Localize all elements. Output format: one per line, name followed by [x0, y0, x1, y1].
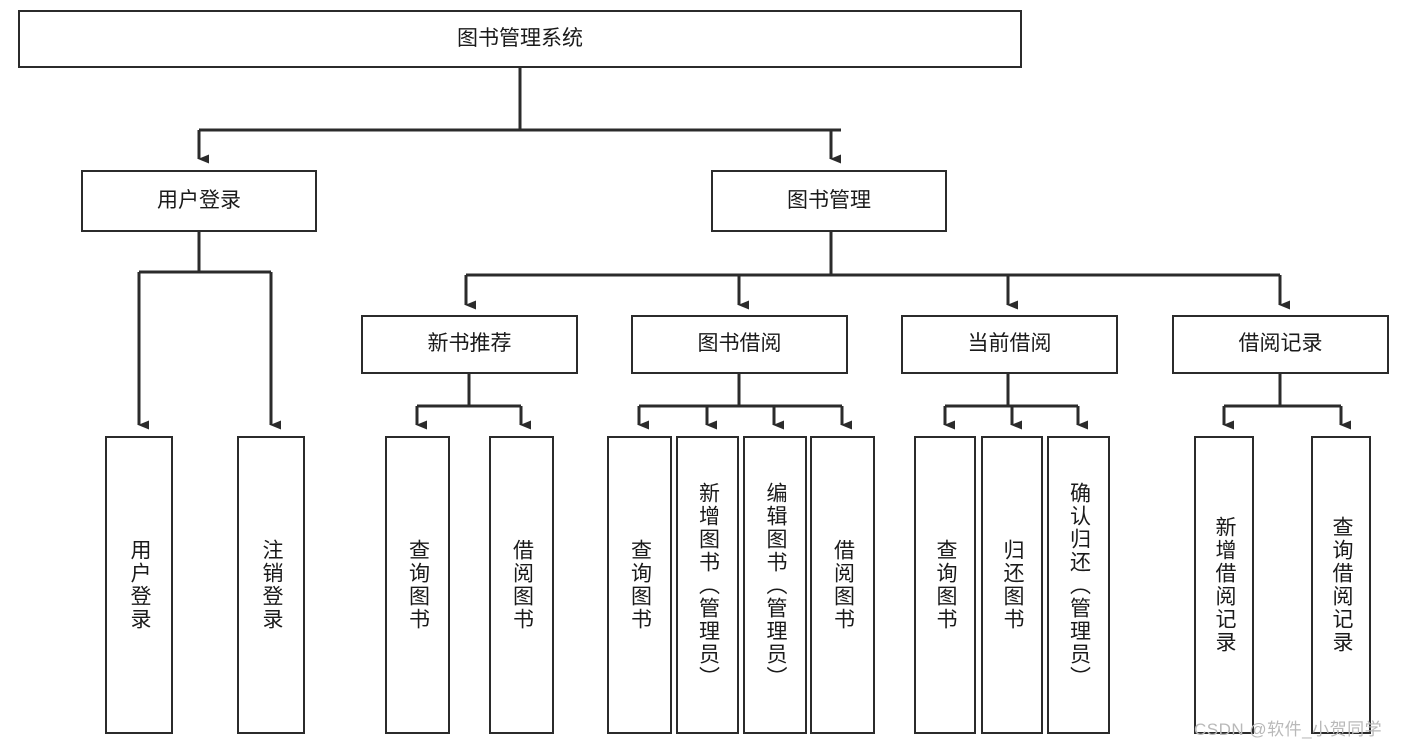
node-user-login[interactable]: 用户登录: [81, 170, 317, 232]
node-label-current-borrow: 当前借阅: [967, 332, 1052, 356]
node-label-new-book-recommend: 新书推荐: [427, 332, 512, 356]
leaf-label-confirm-return: 确认归还（管理员）: [1067, 481, 1091, 689]
leaf-label-query-book-2: 查询图书: [628, 539, 652, 631]
leaf-label-return-book: 归还图书: [1001, 539, 1025, 631]
leaf-query-book-current[interactable]: 查询图书: [914, 436, 976, 734]
edges-current-borrow-to-leaves: [943, 374, 1088, 430]
leaf-label-add-record: 新增借阅记录: [1213, 516, 1237, 654]
leaf-confirm-return-admin[interactable]: 确认归还（管理员）: [1047, 436, 1110, 734]
leaf-label-borrow-book-2: 借阅图书: [831, 539, 855, 631]
leaf-label-add-book: 新增图书（管理员）: [696, 481, 720, 689]
node-label-book-borrow: 图书借阅: [697, 332, 782, 356]
leaf-label-query-book-1: 查询图书: [406, 539, 430, 631]
leaf-return-book[interactable]: 归还图书: [981, 436, 1043, 734]
leaf-query-book-new-recommend[interactable]: 查询图书: [385, 436, 450, 734]
edges-book-manage-to-level3: [464, 232, 1290, 310]
edges-borrow-record-to-leaves: [1222, 374, 1351, 430]
node-book-manage[interactable]: 图书管理: [711, 170, 947, 232]
leaf-add-book-admin[interactable]: 新增图书（管理员）: [676, 436, 739, 734]
node-label-book-manage: 图书管理: [787, 188, 871, 212]
node-label-root: 图书管理系统: [457, 26, 583, 50]
edges-user-login-to-leaves: [137, 232, 281, 430]
node-new-book-recommend[interactable]: 新书推荐: [361, 315, 578, 374]
node-borrow-record[interactable]: 借阅记录: [1172, 315, 1389, 374]
node-book-borrow[interactable]: 图书借阅: [631, 315, 848, 374]
leaf-edit-book-admin[interactable]: 编辑图书（管理员）: [743, 436, 807, 734]
edges-new-book-to-leaves: [415, 374, 531, 430]
leaf-label-edit-book: 编辑图书（管理员）: [764, 481, 788, 689]
leaf-label-query-record: 查询借阅记录: [1330, 516, 1354, 654]
leaf-label-logout-login: 注销登录: [260, 539, 284, 631]
leaf-user-login[interactable]: 用户登录: [105, 436, 173, 734]
leaf-label-query-book-3: 查询图书: [934, 539, 958, 631]
node-label-user-login: 用户登录: [157, 188, 241, 212]
leaf-query-book-borrow[interactable]: 查询图书: [607, 436, 672, 734]
leaf-borrow-book-new-recommend[interactable]: 借阅图书: [489, 436, 554, 734]
leaf-borrow-book-borrow[interactable]: 借阅图书: [810, 436, 875, 734]
leaf-query-borrow-record[interactable]: 查询借阅记录: [1311, 436, 1371, 734]
node-current-borrow[interactable]: 当前借阅: [901, 315, 1118, 374]
edges-root-to-level2: [197, 68, 841, 164]
leaf-label-user-login: 用户登录: [128, 539, 152, 631]
leaf-label-borrow-book-1: 借阅图书: [510, 539, 534, 631]
leaf-logout-login[interactable]: 注销登录: [237, 436, 305, 734]
edges-book-borrow-to-leaves: [637, 374, 852, 430]
node-root-book-management-system[interactable]: 图书管理系统: [18, 10, 1022, 68]
node-label-borrow-record: 借阅记录: [1238, 332, 1323, 356]
leaf-add-borrow-record[interactable]: 新增借阅记录: [1194, 436, 1254, 734]
